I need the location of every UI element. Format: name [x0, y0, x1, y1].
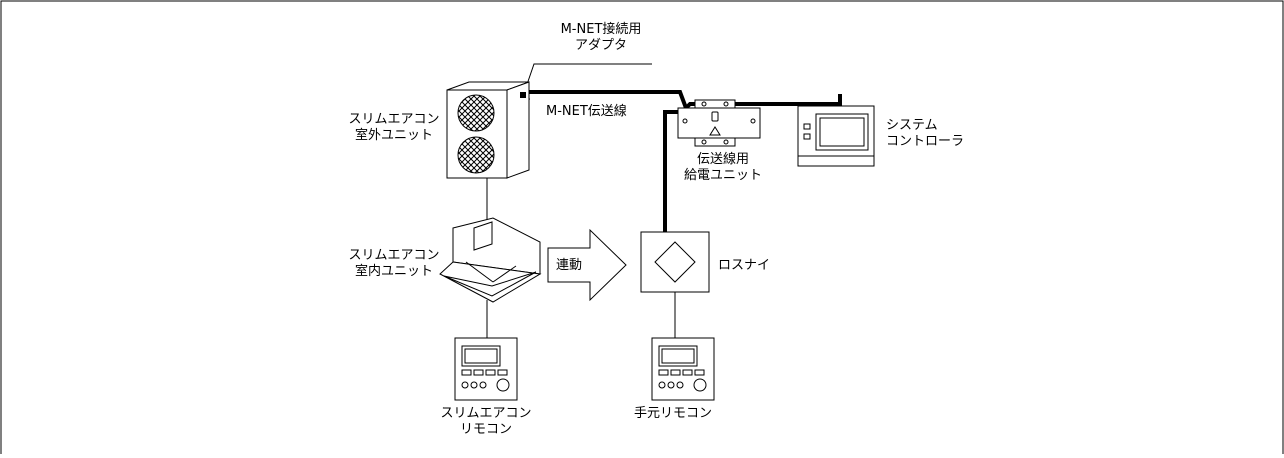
- system-controller-label: システム コントローラ: [886, 118, 964, 150]
- outdoor-unit-label-line2: 室外ユニット: [354, 128, 433, 143]
- aircon-remote-icon: [454, 337, 518, 401]
- fan-icon: [457, 136, 495, 174]
- hand-remote-icon: [651, 337, 715, 401]
- interlock-label: 連動: [556, 258, 583, 273]
- adapter-label-line1: M-NET接続用: [560, 22, 642, 37]
- adapter-dot: [520, 92, 526, 98]
- adapter-label: M-NET接続用 アダプタ: [556, 22, 646, 54]
- indoor-unit: [439, 217, 542, 303]
- aircon-remote-label: スリムエアコン リモコン: [440, 406, 532, 438]
- indoor-unit-label-line1: スリムエアコン: [348, 248, 440, 263]
- interlock-arrow-icon: [547, 228, 627, 302]
- aircon-remote-label-line2: リモコン: [459, 422, 512, 437]
- hand-remote-label: 手元リモコン: [634, 406, 713, 421]
- system-controller-label-line1: システム: [886, 118, 938, 133]
- aircon-remote-label-line1: スリムエアコン: [440, 406, 532, 421]
- fan-icon: [457, 94, 495, 132]
- outdoor-unit-label: スリムエアコン 室外ユニット: [348, 112, 440, 144]
- mnet-line-vertical: [663, 110, 682, 232]
- diamond-icon: [654, 241, 696, 283]
- adapter-label-line2: アダプタ: [574, 38, 627, 53]
- lossnay-unit: [640, 231, 710, 293]
- power-supply-unit: [677, 99, 761, 147]
- indoor-unit-label: スリムエアコン 室内ユニット: [348, 248, 440, 280]
- transmission-line-label: M-NET伝送線: [546, 104, 627, 119]
- system-controller-label-line2: コントローラ: [886, 134, 965, 149]
- power-supply-label-line2: 給電ユニット: [683, 168, 762, 183]
- system-controller: [797, 105, 875, 167]
- indoor-unit-label-line2: 室内ユニット: [354, 264, 433, 279]
- outdoor-unit-label-line1: スリムエアコン: [348, 112, 440, 127]
- power-supply-label-line1: 伝送線用: [696, 152, 749, 167]
- outdoor-unit: [446, 81, 530, 179]
- power-supply-label: 伝送線用 給電ユニット: [678, 152, 768, 184]
- lossnay-label: ロスナイ: [718, 258, 771, 273]
